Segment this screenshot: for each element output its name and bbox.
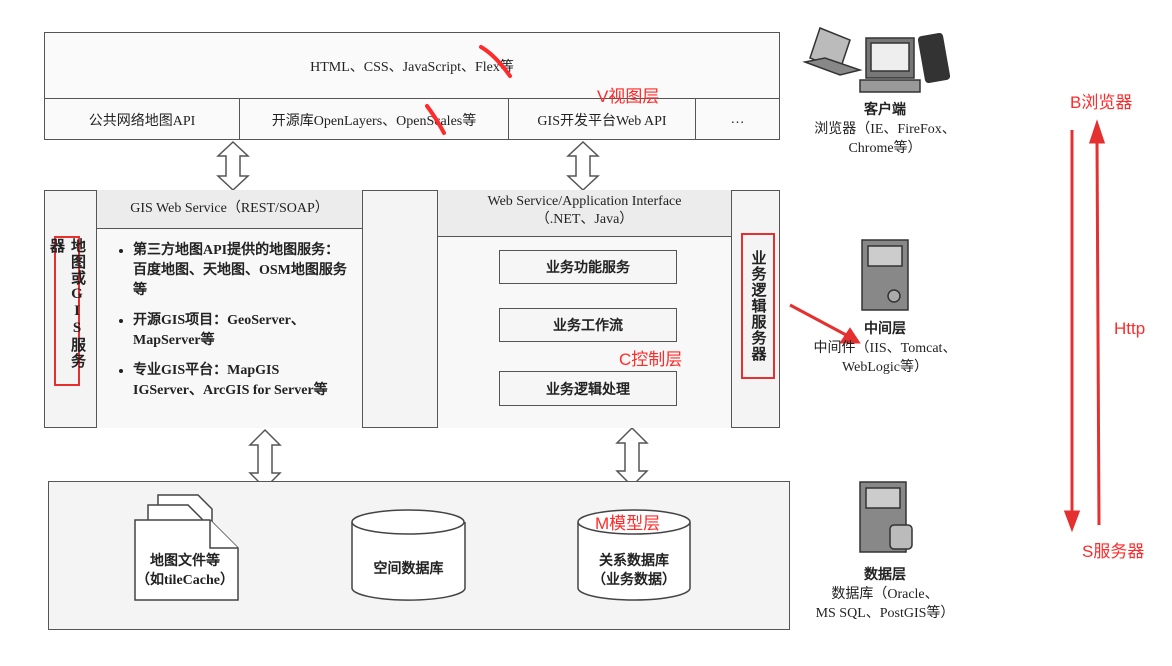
middle-desc: 中间件（IIS、Tomcat、 (813, 341, 957, 356)
middle-title: 中间层 (864, 322, 906, 337)
file-storage-sublabel: （如tileCache） (136, 573, 234, 588)
relational-db-sublabel: （业务数据） (592, 573, 676, 588)
view-cell: … (730, 111, 745, 127)
view-cell: 公共网络地图API (45, 99, 240, 140)
database-cylinder-icon (577, 509, 691, 601)
laptop-icon (802, 27, 863, 76)
business-function-box: 业务功能服务 (499, 250, 677, 284)
business-logic-box: 业务逻辑处理 (499, 371, 677, 406)
gis-item: 第三方地图API提供的地图服务：百度地图、天地图、OSM地图服务等 (133, 241, 350, 301)
view-layer-annotation: V视图层 (597, 87, 660, 106)
desktop-icon (859, 37, 921, 93)
gis-item: 开源GIS项目：GeoServer、MapServer等 (133, 311, 350, 351)
control-layer-annotation: C控制层 (619, 350, 683, 369)
client-title: 客户端 (864, 103, 906, 118)
file-stack-icon (134, 494, 239, 601)
red-arrowhead-icon (1088, 119, 1106, 144)
app-interface-header: Web Service/Application Interface (487, 194, 682, 209)
relational-db-label: 关系数据库 (599, 554, 669, 569)
database-server-icon (859, 481, 913, 553)
browser-annotation: B浏览器 (1070, 93, 1133, 112)
model-layer-annotation: M模型层 (595, 514, 661, 533)
client-desc: Chrome等） (848, 141, 922, 156)
client-desc: 浏览器（IE、FireFox、 (814, 122, 956, 137)
gis-web-service-panel: GIS Web Service（REST/SOAP） 第三方地图API提供的地图… (96, 190, 363, 428)
data-desc: MS SQL、PostGIS等） (815, 606, 955, 621)
view-cell: 开源库OpenLayers、OpenScales等 (240, 99, 509, 140)
gis-web-service-header: GIS Web Service（REST/SOAP） (97, 190, 362, 229)
spatial-db-label: 空间数据库 (373, 562, 444, 577)
red-arrowhead-icon (839, 327, 861, 344)
tablet-icon (917, 32, 951, 84)
app-interface-subheader: （.NET、Java） (535, 212, 634, 227)
gis-item: 专业GIS平台：MapGIS IGServer、ArcGIS for Serve… (133, 361, 350, 401)
view-cell: GIS开发平台Web API (509, 99, 696, 140)
business-workflow-box: 业务工作流 (499, 308, 677, 342)
data-title: 数据层 (864, 568, 906, 583)
middle-desc: WebLogic等） (842, 360, 928, 375)
http-annotation: Http (1114, 319, 1146, 338)
view-layer-box: HTML、CSS、JavaScript、Flex等 公共网络地图API 开源库O… (44, 32, 780, 140)
view-tech-text: HTML、CSS、JavaScript、Flex等 (45, 33, 779, 99)
business-logic-server-label: 业务逻辑服务器 (741, 233, 775, 379)
red-arrowhead-icon (1063, 510, 1081, 533)
file-storage-label: 地图文件等 (150, 554, 220, 569)
data-desc: 数据库（Oracle、 (831, 587, 939, 602)
database-cylinder-icon (351, 509, 466, 601)
server-annotation: S服务器 (1082, 542, 1145, 561)
server-icon (861, 239, 909, 311)
